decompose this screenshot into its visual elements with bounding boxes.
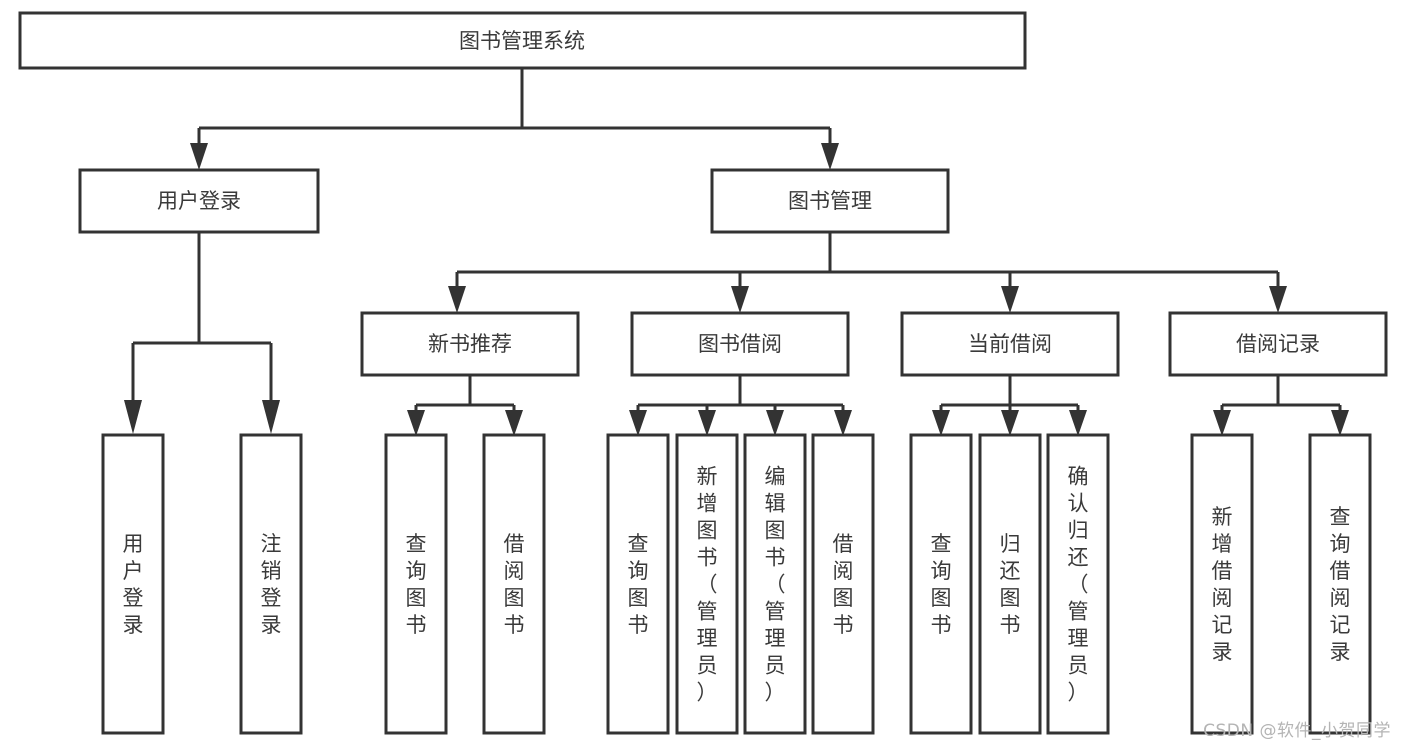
node-user-login-label: 用户登录 bbox=[157, 189, 241, 213]
arrow-head-new-book-recommend bbox=[448, 286, 466, 313]
node-leaf-add-book[interactable]: 新增图书（管理员） bbox=[675, 433, 739, 735]
arrow-head-leaf-logout-login bbox=[262, 400, 280, 434]
arrow-head-leaf-user-login bbox=[124, 400, 142, 434]
node-leaf-add-record[interactable]: 新增借阅记录 bbox=[1190, 433, 1254, 735]
node-leaf-borrow-book-2[interactable]: 借阅图书 bbox=[811, 433, 875, 735]
node-current-borrow-box[interactable] bbox=[900, 311, 1120, 377]
node-leaf-query-book-1-box[interactable] bbox=[384, 433, 448, 735]
arrow-head-current-borrow bbox=[1001, 286, 1019, 313]
arrow-head-book-manage bbox=[821, 143, 839, 170]
node-current-borrow-label: 当前借阅 bbox=[968, 332, 1052, 356]
node-leaf-borrow-book-1-label: 借阅图书 bbox=[504, 532, 525, 637]
node-leaf-add-record-label: 新增借阅记录 bbox=[1212, 505, 1233, 664]
node-leaf-confirm-return-label: 确认归还（管理员） bbox=[1068, 465, 1089, 705]
node-borrow-record-label: 借阅记录 bbox=[1236, 332, 1320, 356]
node-leaf-borrow-book-2-label: 借阅图书 bbox=[833, 532, 854, 637]
node-leaf-query-book-1-label: 查询图书 bbox=[406, 532, 427, 637]
node-leaf-confirm-return-box[interactable] bbox=[1046, 433, 1110, 735]
node-book-borrow-box[interactable] bbox=[630, 311, 850, 377]
node-book-borrow[interactable]: 图书借阅 bbox=[630, 311, 850, 377]
connector-layer bbox=[124, 68, 1349, 436]
node-leaf-edit-book[interactable]: 编辑图书（管理员） bbox=[743, 433, 807, 735]
node-borrow-record[interactable]: 借阅记录 bbox=[1168, 311, 1388, 377]
node-leaf-query-book-2-box[interactable] bbox=[606, 433, 670, 735]
node-user-login[interactable]: 用户登录 bbox=[78, 168, 320, 234]
arrow-head-leaf-return-book bbox=[1001, 410, 1019, 436]
arrow-head-borrow-record bbox=[1269, 286, 1287, 313]
node-leaf-confirm-return[interactable]: 确认归还（管理员） bbox=[1046, 433, 1110, 735]
node-root-label: 图书管理系统 bbox=[459, 29, 585, 53]
node-new-book-recommend-label: 新书推荐 bbox=[428, 332, 512, 356]
node-leaf-query-book-1[interactable]: 查询图书 bbox=[384, 433, 448, 735]
node-root[interactable]: 图书管理系统 bbox=[18, 11, 1027, 70]
node-book-manage-label: 图书管理 bbox=[788, 189, 872, 213]
node-borrow-record-box[interactable] bbox=[1168, 311, 1388, 377]
node-new-book-recommend[interactable]: 新书推荐 bbox=[360, 311, 580, 377]
node-leaf-edit-book-box[interactable] bbox=[743, 433, 807, 735]
node-leaf-return-book[interactable]: 归还图书 bbox=[978, 433, 1042, 735]
node-leaf-query-book-2[interactable]: 查询图书 bbox=[606, 433, 670, 735]
arrow-head-leaf-borrow-book-1 bbox=[505, 410, 523, 436]
node-leaf-edit-book-label: 编辑图书（管理员） bbox=[765, 465, 786, 705]
node-current-borrow[interactable]: 当前借阅 bbox=[900, 311, 1120, 377]
node-leaf-user-login-box[interactable] bbox=[101, 433, 165, 735]
arrow-head-leaf-query-record bbox=[1331, 410, 1349, 436]
node-leaf-query-record-box[interactable] bbox=[1308, 433, 1372, 735]
arrow-head-leaf-edit-book bbox=[766, 410, 784, 436]
node-leaf-borrow-book-1-box[interactable] bbox=[482, 433, 546, 735]
node-leaf-logout-login-box[interactable] bbox=[239, 433, 303, 735]
node-leaf-borrow-book-1[interactable]: 借阅图书 bbox=[482, 433, 546, 735]
node-leaf-borrow-book-2-box[interactable] bbox=[811, 433, 875, 735]
arrow-head-user-login bbox=[190, 143, 208, 170]
node-leaf-logout-login-label: 注销登录 bbox=[261, 532, 282, 637]
arrow-head-leaf-query-book-1 bbox=[407, 410, 425, 436]
node-book-manage-box[interactable] bbox=[710, 168, 950, 234]
node-leaf-add-record-box[interactable] bbox=[1190, 433, 1254, 735]
arrow-head-book-borrow bbox=[731, 286, 749, 313]
node-leaf-add-book-label: 新增图书（管理员） bbox=[697, 465, 718, 705]
node-leaf-add-book-box[interactable] bbox=[675, 433, 739, 735]
node-root-box[interactable] bbox=[18, 11, 1027, 70]
arrow-head-leaf-add-record bbox=[1213, 410, 1231, 436]
node-book-borrow-label: 图书借阅 bbox=[698, 332, 782, 356]
node-leaf-user-login[interactable]: 用户登录 bbox=[101, 433, 165, 735]
csdn-watermark: CSDN @软件_小贺同学 bbox=[1203, 721, 1391, 741]
arrow-head-leaf-confirm-return bbox=[1069, 410, 1087, 436]
node-leaf-logout-login[interactable]: 注销登录 bbox=[239, 433, 303, 735]
node-book-manage[interactable]: 图书管理 bbox=[710, 168, 950, 234]
arrow-head-leaf-query-book-2 bbox=[629, 410, 647, 436]
node-leaf-return-book-label: 归还图书 bbox=[1000, 532, 1021, 637]
node-leaf-query-book-2-label: 查询图书 bbox=[628, 532, 649, 637]
node-leaf-return-book-box[interactable] bbox=[978, 433, 1042, 735]
node-leaf-query-book-3-label: 查询图书 bbox=[931, 532, 952, 637]
node-leaf-query-book-3[interactable]: 查询图书 bbox=[909, 433, 973, 735]
node-leaf-user-login-label: 用户登录 bbox=[123, 532, 144, 637]
arrow-head-leaf-borrow-book-2 bbox=[834, 410, 852, 436]
node-user-login-box[interactable] bbox=[78, 168, 320, 234]
node-new-book-recommend-box[interactable] bbox=[360, 311, 580, 377]
node-leaf-query-record[interactable]: 查询借阅记录 bbox=[1308, 433, 1372, 735]
arrow-head-leaf-add-book bbox=[698, 410, 716, 436]
arrow-head-leaf-query-book-3 bbox=[932, 410, 950, 436]
node-leaf-query-record-label: 查询借阅记录 bbox=[1330, 505, 1351, 664]
node-leaf-query-book-3-box[interactable] bbox=[909, 433, 973, 735]
